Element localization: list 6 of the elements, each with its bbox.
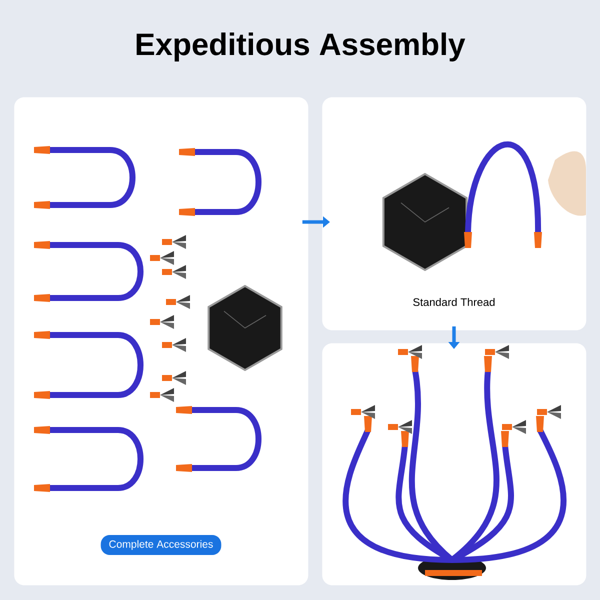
panel: [14, 97, 308, 586]
panel: [322, 97, 586, 330]
caption-pill: Complete Accessories: [100, 535, 222, 555]
panel: [322, 343, 586, 586]
title: Expeditious Assembly: [136, 32, 466, 62]
node-label: Standard Thread: [413, 298, 495, 306]
